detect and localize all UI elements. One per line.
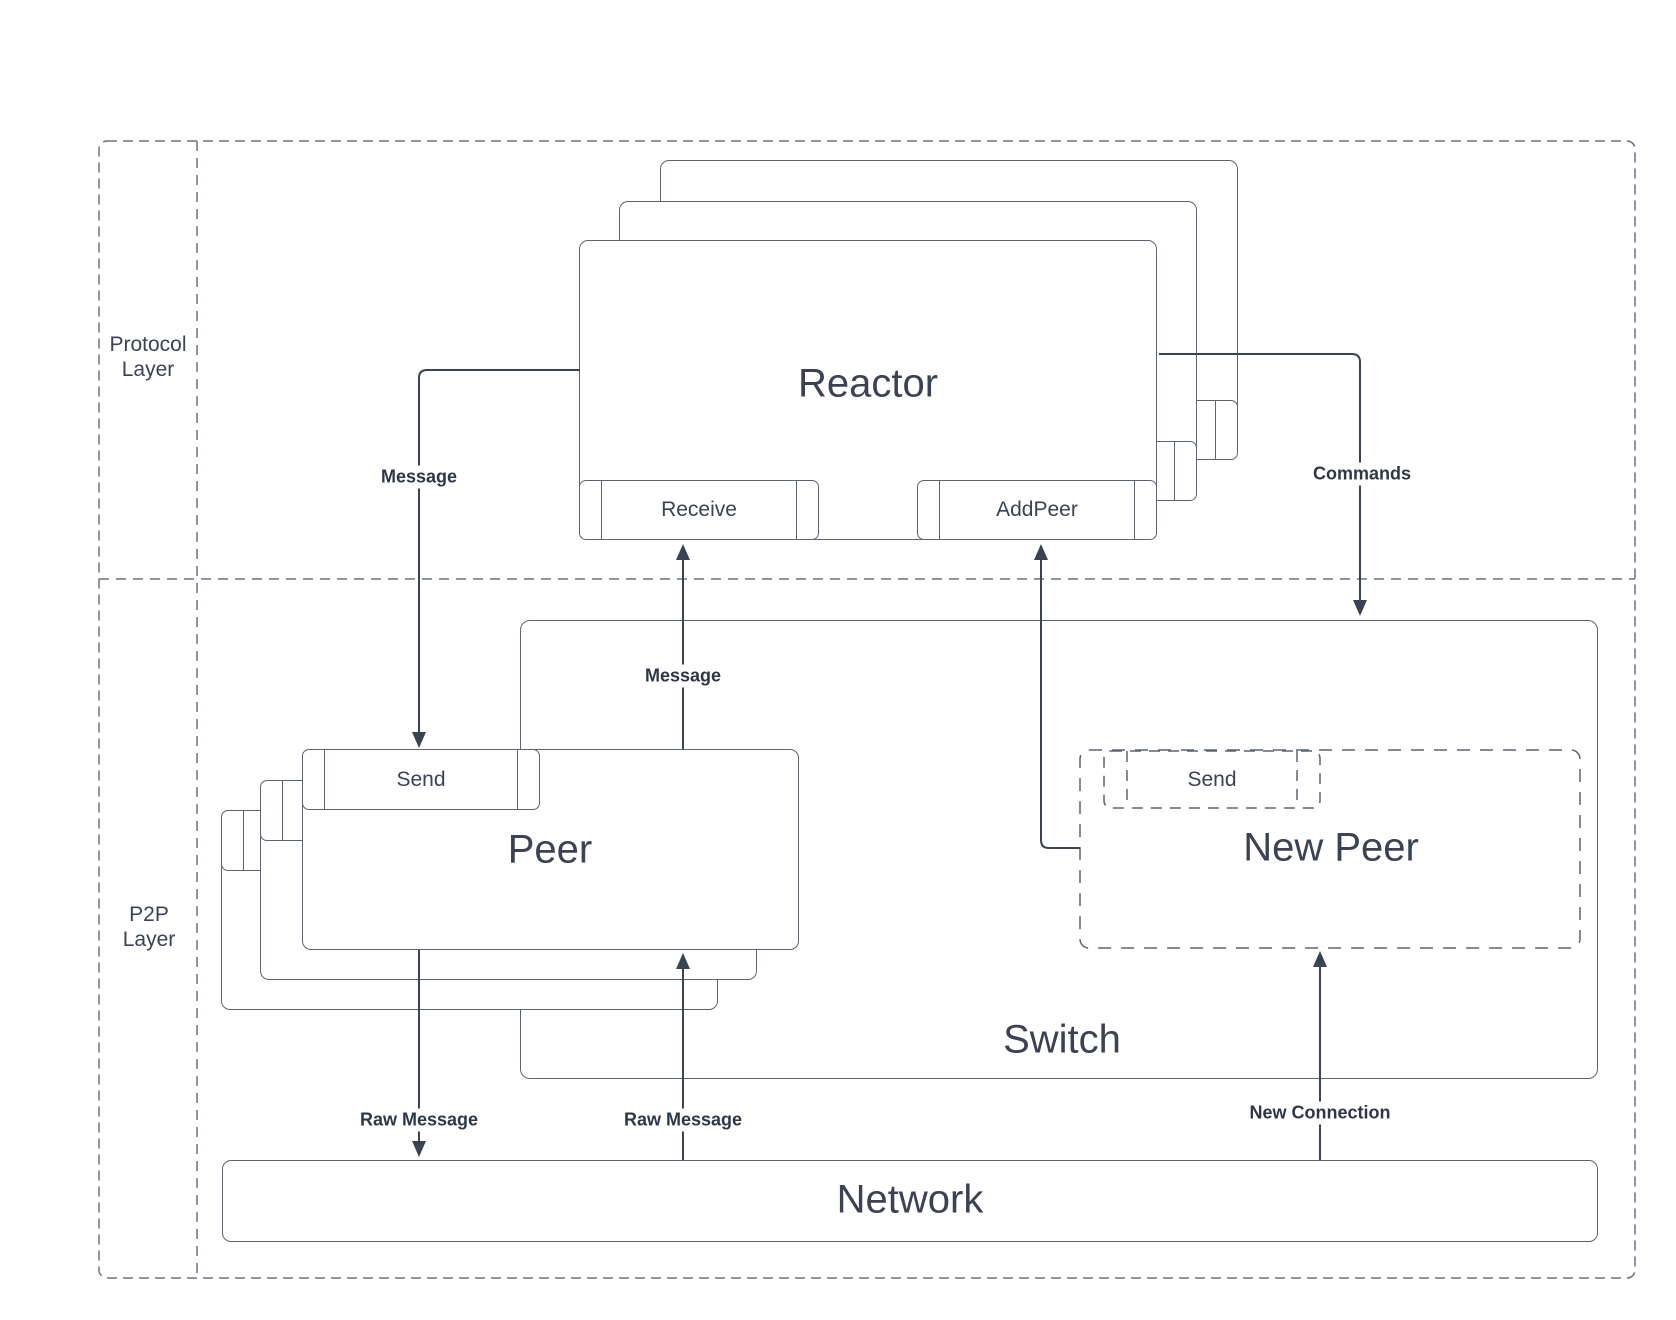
protocol-layer-label-line1: Protocol (109, 332, 187, 356)
switch-label: Switch (1003, 1017, 1121, 1062)
p2p-layer-label-line2: Layer (122, 928, 176, 951)
raw-message-in-label: Raw Message (617, 1108, 749, 1132)
p2p-layer-label: P2P Layer (123, 902, 176, 952)
p2p-layer-label-line1: P2P (129, 902, 169, 926)
new-peer-send-tab: Send (1104, 751, 1320, 808)
arrowhead-message-to-receive (676, 544, 690, 560)
receive-label: Receive (661, 498, 737, 521)
arrowhead-message-to-send (412, 732, 426, 748)
protocol-layer-label-line2: Layer (121, 358, 175, 381)
peer-label: Peer (507, 827, 593, 872)
network-label: Network (836, 1177, 984, 1222)
tab-inner-line (243, 811, 244, 870)
message-to-receive-label: Message (638, 664, 728, 688)
raw-message-out-label: Raw Message (353, 1108, 485, 1132)
arrowhead-commands (1353, 600, 1367, 616)
receive-tab: Receive (579, 480, 819, 540)
new-peer-send-label: Send (1187, 767, 1237, 791)
arrowhead-addpeer (1034, 544, 1048, 560)
new-peer-label: New Peer (1243, 825, 1419, 870)
send-label: Send (396, 767, 446, 791)
tab-inner-line (1174, 442, 1175, 500)
addpeer-label: AddPeer (996, 498, 1078, 521)
new-connection-label: New Connection (1243, 1101, 1397, 1125)
protocol-layer-label: Protocol Layer (109, 332, 186, 382)
tab-inner-line (1215, 401, 1216, 459)
send-tab: Send (302, 749, 540, 810)
addpeer-tab: AddPeer (917, 480, 1157, 540)
arrowhead-raw-message-out (412, 1141, 426, 1157)
tab-inner-line (282, 781, 283, 840)
reactor-label: Reactor (797, 361, 939, 406)
message-to-send-label: Message (374, 465, 464, 489)
commands-label: Commands (1306, 462, 1418, 486)
